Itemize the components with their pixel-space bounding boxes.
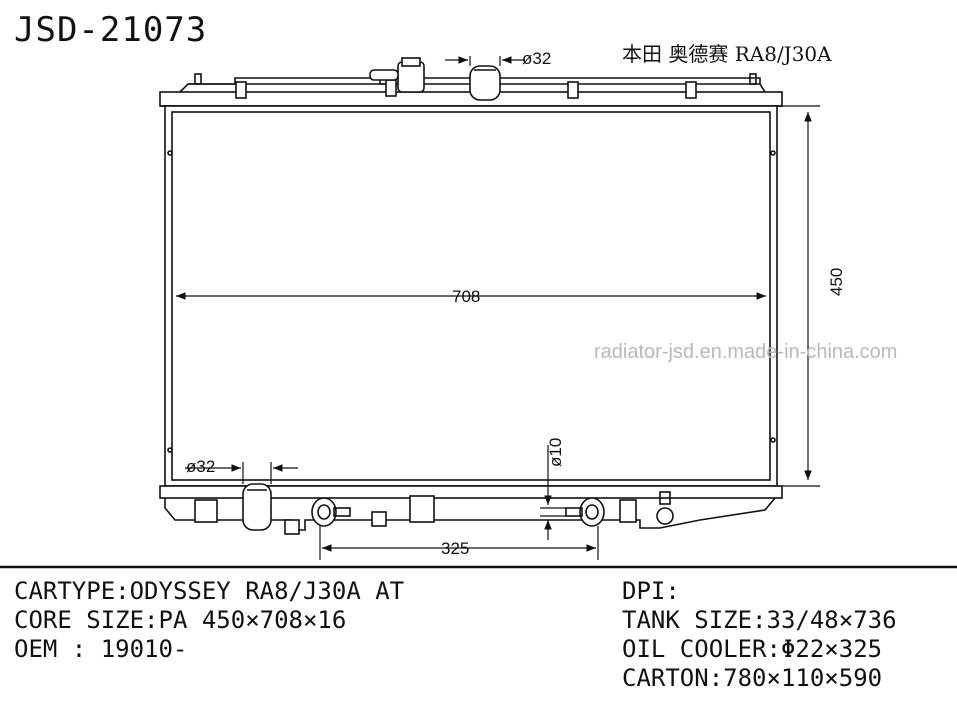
bottom-inlet-label: ø32 xyxy=(186,457,215,476)
dim-oil-cooler xyxy=(319,526,599,560)
spec-dpi: DPI: xyxy=(622,577,680,605)
top-outlet-label: ø32 xyxy=(522,49,551,68)
spec-oil-cooler: OIL COOLER:Φ22×325 xyxy=(622,635,883,663)
width-label: 708 xyxy=(452,287,480,306)
bottom-inlet-pipe xyxy=(242,483,272,531)
bottom-tank xyxy=(159,485,783,535)
dim-oil-fitting xyxy=(540,445,566,540)
oil-cooler-length-label: 325 xyxy=(441,539,469,558)
dim-height xyxy=(782,105,820,487)
dim-top-outlet xyxy=(445,56,525,66)
oil-cooler-fitting-right xyxy=(565,497,605,527)
spec-cartype: CARTYPE:ODYSSEY RA8/J30A AT xyxy=(14,577,405,605)
dim-bottom-inlet xyxy=(185,462,298,484)
spec-carton: CARTON:780×110×590 xyxy=(622,664,883,692)
spec-core-size: CORE SIZE:PA 450×708×16 xyxy=(14,606,347,634)
part-number: JSD-21073 xyxy=(14,10,208,50)
oil-cooler-fitting-left xyxy=(311,497,351,527)
filler-cap xyxy=(369,57,425,93)
spec-oem: OEM : 19010- xyxy=(14,635,188,663)
height-label: 450 xyxy=(827,268,846,296)
top-outlet-pipe xyxy=(469,65,501,101)
vehicle-model: 本田 奥德赛 RA8/J30A xyxy=(622,42,832,66)
oil-fitting-label: ø10 xyxy=(546,438,565,467)
watermark: radiator-jsd.en.made-in-china.com xyxy=(594,341,898,363)
spec-tank-size: TANK SIZE:33/48×736 xyxy=(622,606,897,634)
